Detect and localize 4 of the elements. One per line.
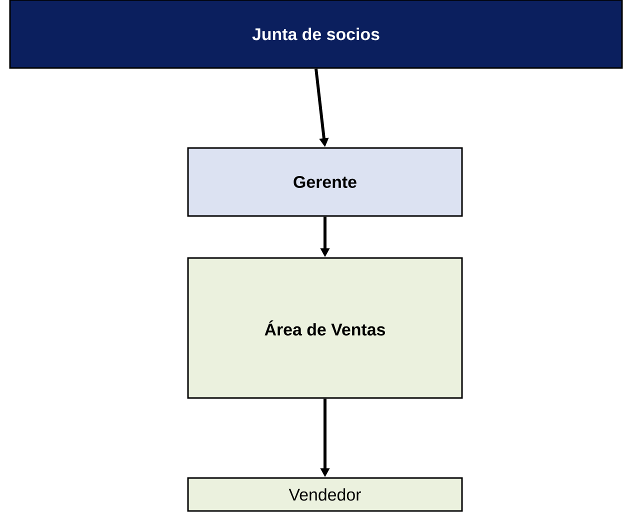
process-box: Vendedor — [187, 477, 463, 512]
header-band: Junta de socios — [9, 0, 623, 69]
process-box: Gerente — [187, 147, 463, 217]
process-box: Área de Ventas — [187, 257, 463, 399]
